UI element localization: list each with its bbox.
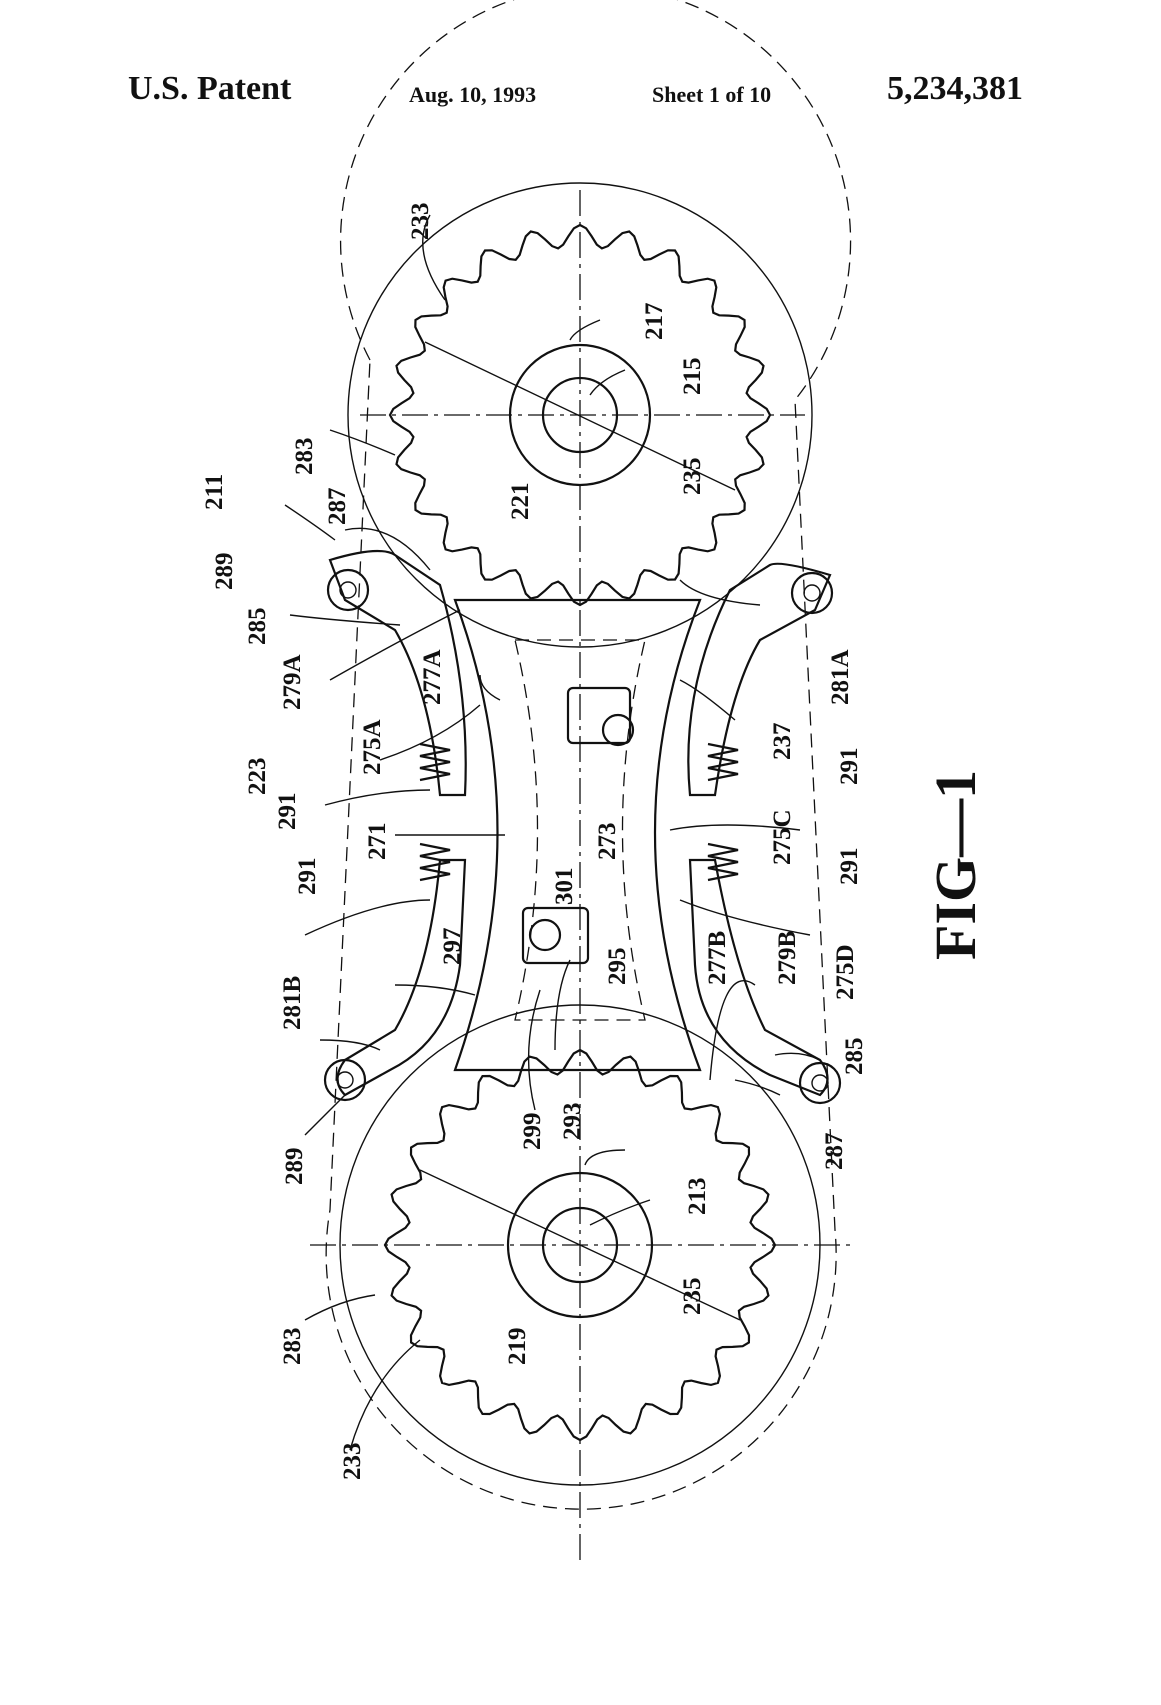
label-233-top: 233 — [407, 203, 434, 241]
center-lines — [310, 190, 850, 1560]
label-213: 213 — [684, 1178, 711, 1216]
label-279A: 279A — [279, 654, 306, 710]
label-271: 271 — [364, 823, 391, 861]
label-277A: 277A — [419, 649, 446, 705]
label-221: 221 — [507, 483, 534, 521]
label-285-br: 285 — [841, 1038, 868, 1076]
label-293: 293 — [559, 1103, 586, 1141]
label-275A: 275A — [359, 719, 386, 775]
label-285-tl: 285 — [244, 608, 271, 646]
label-301: 301 — [551, 868, 578, 906]
label-283-bot: 283 — [279, 1328, 306, 1366]
label-219: 219 — [504, 1328, 531, 1366]
label-289-tl: 289 — [211, 553, 238, 591]
label-275D: 275D — [832, 944, 859, 1000]
label-291-bl: 291 — [294, 858, 321, 896]
label-299: 299 — [519, 1113, 546, 1151]
label-275C: 275C — [769, 809, 796, 865]
label-291-tl: 291 — [274, 793, 301, 831]
label-211: 211 — [201, 474, 228, 510]
label-287-br: 287 — [821, 1133, 848, 1171]
label-235-bot: 235 — [679, 1278, 706, 1316]
figure-caption: FIG—1 — [923, 770, 988, 960]
label-289-bl: 289 — [281, 1148, 308, 1186]
label-281B: 281B — [279, 976, 306, 1030]
label-295: 295 — [604, 948, 631, 986]
label-287-tl: 287 — [324, 488, 351, 526]
label-297: 297 — [439, 928, 466, 966]
label-273: 273 — [594, 823, 621, 861]
label-215: 215 — [679, 358, 706, 396]
label-291-br: 291 — [836, 848, 863, 886]
label-233-bot: 233 — [339, 1443, 366, 1481]
label-277B: 277B — [704, 931, 731, 985]
label-291-tr: 291 — [836, 748, 863, 786]
label-235-top: 235 — [679, 458, 706, 496]
label-281A: 281A — [827, 649, 854, 705]
label-217-top: 217 — [641, 303, 668, 341]
label-283-top: 283 — [291, 438, 318, 476]
label-237: 237 — [769, 723, 796, 761]
label-223: 223 — [244, 758, 271, 796]
label-279B: 279B — [774, 931, 801, 985]
